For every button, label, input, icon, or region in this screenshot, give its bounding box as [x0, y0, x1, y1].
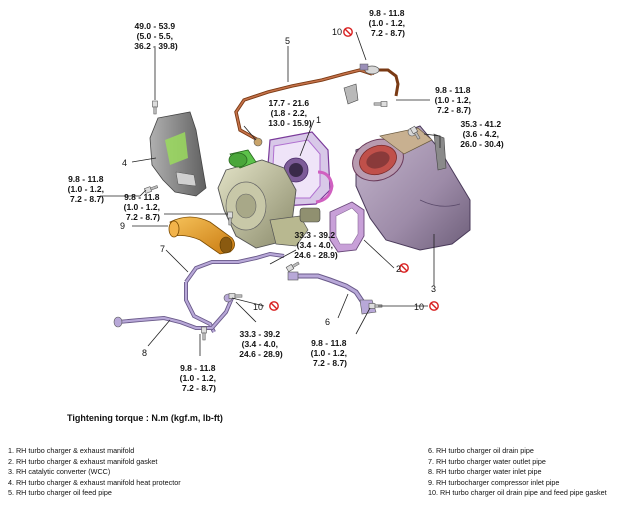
water-outlet-pipe: [184, 251, 285, 333]
legend-left: 1. RH turbo charger & exhaust manifold 2…: [8, 446, 181, 499]
tightening-torque-caption: Tightening torque : N.m (kgf.m, lb-ft): [67, 413, 223, 423]
legend-right: 6. RH turbo charger oil drain pipe 7. RH…: [428, 446, 607, 499]
legend-item: 5. RH turbo charger oil feed pipe: [8, 488, 112, 498]
bolt-water-pipe: [228, 293, 243, 299]
torque-label-oil-feed-bolt: 9.8 - 11.8 (1.0 - 1.2, 7.2 - 8.7): [435, 85, 474, 115]
torque-label-heat-protector-top: 49.0 - 53.9 (5.0 - 5.5, 36.2 - 39.8): [134, 21, 178, 51]
no-reuse-icon: [343, 27, 353, 37]
torque-label-heat-protector-side: 9.8 - 11.8 (1.0 - 1.2, 7.2 - 8.7): [68, 174, 107, 204]
no-reuse-icon: [399, 263, 409, 273]
turbocharger: [217, 149, 321, 249]
oil-feed-pipe: [234, 68, 400, 147]
bolt-oil-drain: [285, 260, 301, 272]
legend-item: 10. RH turbo charger oil drain pipe and …: [428, 488, 607, 498]
torque-label-oil-drain-upper: 33.3 - 39.2 (3.4 - 4.0, 24.6 - 28.9): [294, 230, 338, 260]
bolt-oil-feed: [373, 101, 388, 107]
legend-item: 3. RH catalytic converter (WCC): [8, 467, 111, 477]
torque-label-oil-feed-top: 9.8 - 11.8 (1.0 - 1.2, 7.2 - 8.7): [369, 8, 408, 38]
compressor-inlet-pipe: [168, 216, 235, 255]
callout-9: 9: [120, 221, 125, 231]
manifold-gasket: [329, 201, 365, 253]
callout-10-left: 10: [253, 302, 263, 312]
legend-item: 8. RH turbo charger water inlet pipe: [428, 467, 542, 477]
callout-1: 1: [316, 115, 321, 125]
legend-item: 6. RH turbo charger oil drain pipe: [428, 446, 534, 455]
torque-label-water-inlet: 9.8 - 11.8 (1.0 - 1.2, 7.2 - 8.7): [180, 363, 219, 393]
leader-lines: [100, 31, 441, 356]
callout-8: 8: [142, 348, 147, 358]
callout-10-top: 10: [332, 27, 342, 37]
callout-7: 7: [160, 244, 165, 254]
callout-6: 6: [325, 317, 330, 327]
callout-3: 3: [431, 284, 436, 294]
legend-item: 2. RH turbo charger & exhaust manifold g…: [8, 456, 158, 466]
oil-feed-gasket-top: [343, 63, 380, 105]
no-reuse-icon: [429, 301, 439, 311]
callout-5: 5: [285, 36, 290, 46]
legend-item: 1. RH turbo charger & exhaust manifold: [8, 446, 135, 455]
no-reuse-icon: [269, 301, 279, 311]
bolt-water-inlet: [201, 326, 207, 341]
water-inlet-pipe: [113, 293, 234, 330]
torque-label-compressor-inlet: 9.8 - 11.8 (1.0 - 1.2, 7.2 - 8.7): [124, 192, 163, 222]
heat-protector: [149, 111, 207, 197]
legend-item: 4. RH turbo charger & exhaust manifold h…: [8, 477, 181, 487]
torque-label-catalyst: 35.3 - 41.2 (3.6 - 4.2, 26.0 - 30.4): [460, 119, 504, 149]
callout-4: 4: [122, 158, 127, 168]
bolt-heat-protector-top: [152, 100, 158, 115]
oil-drain-pipe: [287, 271, 377, 315]
torque-label-oil-drain-lower: 9.8 - 11.8 (1.0 - 1.2, 7.2 - 8.7): [311, 338, 350, 368]
legend-item: 9. RH turbocharger compressor inlet pipe: [428, 477, 560, 487]
catalytic-converter: [352, 125, 471, 251]
torque-label-water-pipe: 33.3 - 39.2 (3.4 - 4.0, 24.6 - 28.9): [239, 329, 283, 359]
callout-2: 2: [396, 264, 401, 274]
torque-label-oil-feed-banjo: 17.7 - 21.6 (1.8 - 2.2, 13.0 - 15.9): [268, 98, 312, 128]
legend-item: 7. RH turbo charger water outlet pipe: [428, 456, 546, 466]
callout-10-right: 10: [414, 302, 424, 312]
